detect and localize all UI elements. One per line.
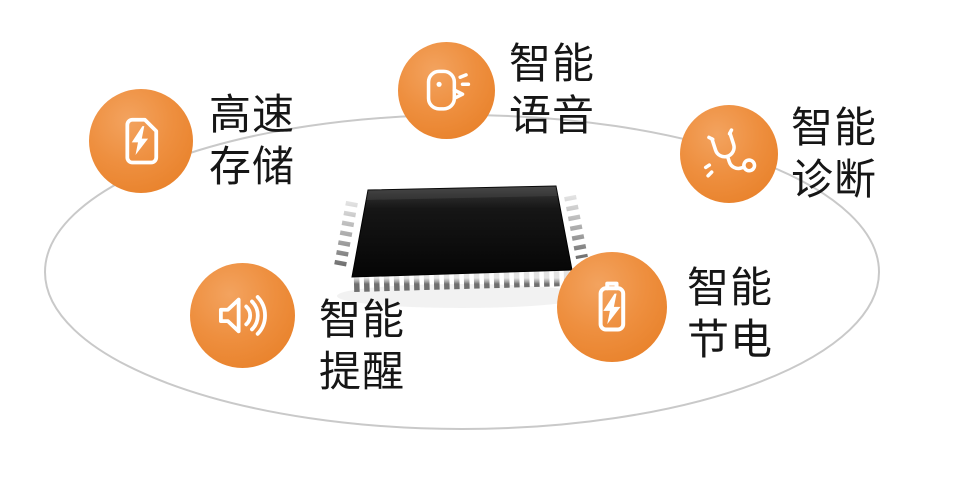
feature-label: 智能 语音 [509,38,595,142]
feature-label-line1: 高速 [209,91,296,138]
processor-chip [334,185,588,308]
loudspeaker-icon [219,295,267,336]
feature-bubble [398,41,495,139]
feature-label-line2: 提醒 [319,347,406,395]
feature-label-line1: 智能 [791,104,878,151]
feature-label-line2: 语音 [509,92,596,139]
feature-label-line2: 节电 [687,316,774,363]
feature-bubble [190,263,295,368]
feature-label-line1: 智能 [509,40,596,87]
battery-lightning-icon [598,281,626,332]
feature-label-line2: 存储 [209,143,296,190]
feature-label-line2: 诊断 [791,156,878,203]
feature-bubble [89,89,193,193]
feature-label: 智能 诊断 [791,102,877,206]
feature-bubble [557,252,667,362]
feature-label: 智能 节电 [687,262,773,366]
feature-label: 智能 提醒 [319,294,405,398]
memory-card-lightning-icon [125,117,158,165]
feature-smart-reminder: 智能 提醒 [190,263,405,395]
feature-smart-diagnosis: 智能 诊断 [680,102,877,206]
stethoscope-icon [703,127,756,178]
feature-label-line1: 智能 [687,264,774,311]
speaking-head-icon [427,69,471,111]
feature-high-speed-storage: 高速 存储 [89,89,295,193]
feature-label: 高速 存储 [209,89,295,193]
feature-smart-voice: 智能 语音 [398,38,595,142]
feature-label-line1: 智能 [319,295,406,343]
feature-bubble [680,105,778,203]
feature-smart-power-saving: 智能 节电 [557,252,773,363]
